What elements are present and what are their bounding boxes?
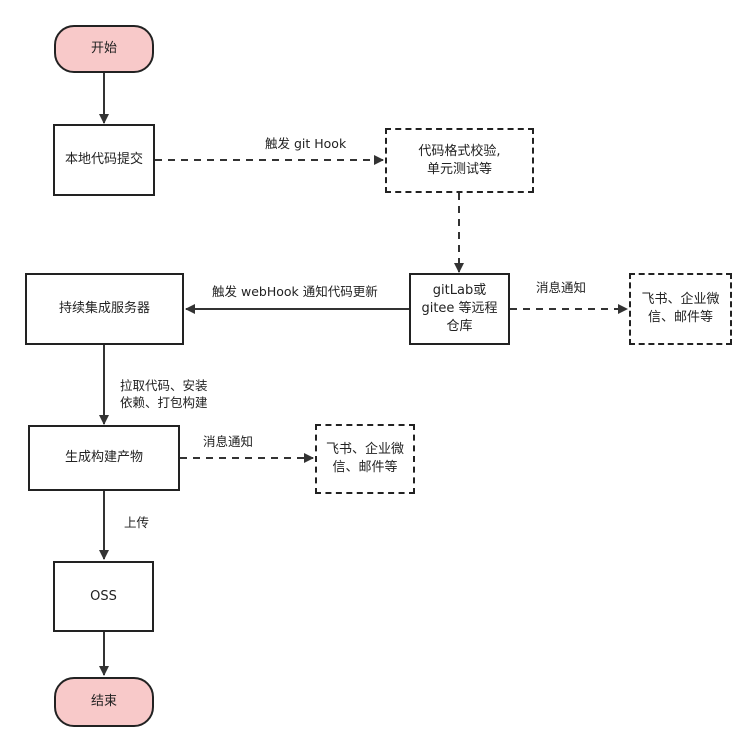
build-artifact-label: 生成构建产物 xyxy=(64,450,143,465)
lint-check-label: 代码格式校验, 单元测试等 xyxy=(418,143,501,177)
msg-bottom-edge-label: 消息通知 xyxy=(203,434,254,449)
ci-server-node: 持续集成服务器 xyxy=(25,273,184,345)
notify-bottom-label: 飞书、企业微 信、邮件等 xyxy=(325,442,404,475)
notify-top-node: 飞书、企业微 信、邮件等 xyxy=(629,273,732,345)
local-commit-node: 本地代码提交 xyxy=(53,124,155,196)
end-label: 结束 xyxy=(90,694,117,709)
oss-label: OSS xyxy=(90,588,117,604)
notify-bottom-node: 飞书、企业微 信、邮件等 xyxy=(315,424,415,494)
lint-check-node: 代码格式校验, 单元测试等 xyxy=(385,128,534,193)
git-repo-node: gitLab或 gitee 等远程 仓库 xyxy=(409,273,510,345)
msg-top-edge-label: 消息通知 xyxy=(536,280,587,295)
upload-edge-label: 上传 xyxy=(124,515,150,530)
start-label: 开始 xyxy=(90,41,117,56)
local-commit-label: 本地代码提交 xyxy=(64,152,143,167)
end-node: 结束 xyxy=(54,677,154,727)
ci-server-label: 持续集成服务器 xyxy=(58,301,150,316)
git-hook-edge-label: 触发 git Hook xyxy=(265,136,347,151)
notify-top-label: 飞书、企业微 信、邮件等 xyxy=(641,292,720,325)
build-artifact-node: 生成构建产物 xyxy=(28,425,180,491)
webhook-edge-label: 触发 webHook 通知代码更新 xyxy=(212,284,378,299)
pull-build-edge-label: 拉取代码、安装 依赖、打包构建 xyxy=(120,378,208,410)
git-repo-label: gitLab或 gitee 等远程 仓库 xyxy=(421,283,498,334)
start-node: 开始 xyxy=(54,25,154,73)
oss-node: OSS xyxy=(53,561,154,632)
